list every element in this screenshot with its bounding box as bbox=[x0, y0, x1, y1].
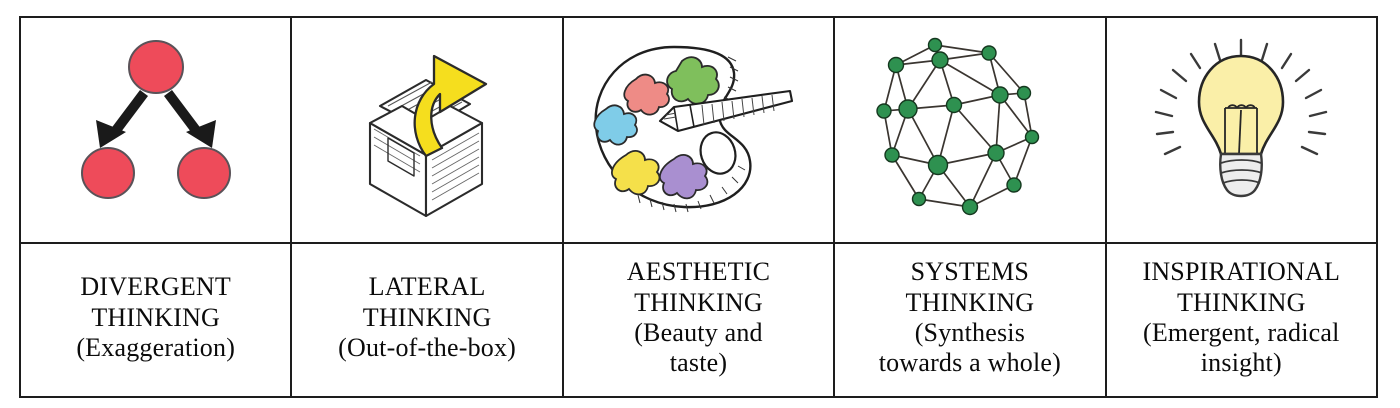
palette-thumb-hole bbox=[699, 131, 737, 175]
label-cell-inspirational: INSPIRATIONAL THINKING (Emergent, radica… bbox=[1104, 242, 1379, 398]
label-subtitle-divergent: (Exaggeration) bbox=[76, 333, 236, 363]
paint-blob-green bbox=[666, 56, 721, 105]
icon-cell-lateral bbox=[290, 16, 564, 244]
light-bulb-icon bbox=[1155, 38, 1328, 198]
label-subtitle-aesthetic: (Beauty and taste) bbox=[634, 318, 763, 378]
bulb-base bbox=[1219, 152, 1264, 198]
icon-cell-systems bbox=[833, 16, 1107, 244]
label-cell-divergent: DIVERGENT THINKING (Exaggeration) bbox=[18, 242, 293, 398]
label-title-divergent: DIVERGENT THINKING bbox=[80, 272, 231, 332]
paint-blob-blue bbox=[593, 104, 639, 146]
light-rays-icon bbox=[1155, 38, 1328, 156]
label-cell-lateral: LATERAL THINKING (Out-of-the-box) bbox=[290, 242, 564, 398]
label-title-systems: SYSTEMS THINKING bbox=[905, 257, 1035, 317]
thinking-modes-table: DIVERGENT THINKING (Exaggeration) LATERA… bbox=[18, 16, 1379, 398]
yellow-arrow-icon bbox=[413, 54, 488, 157]
paint-blob-yellow bbox=[611, 150, 661, 196]
network-nodes bbox=[876, 37, 1040, 215]
paint-blob-purple bbox=[659, 154, 709, 200]
label-title-lateral: LATERAL THINKING bbox=[362, 272, 492, 332]
icon-cell-divergent bbox=[18, 16, 293, 244]
label-title-aesthetic: AESTHETIC THINKING bbox=[626, 257, 771, 317]
label-subtitle-lateral: (Out-of-the-box) bbox=[338, 333, 517, 363]
icon-cell-aesthetic bbox=[561, 16, 836, 244]
label-cell-aesthetic: AESTHETIC THINKING (Beauty and taste) bbox=[561, 242, 836, 398]
paint-blob-salmon bbox=[623, 73, 671, 116]
paint-palette-icon bbox=[593, 45, 794, 213]
label-title-inspirational: INSPIRATIONAL THINKING bbox=[1142, 257, 1341, 317]
label-row: DIVERGENT THINKING (Exaggeration) LATERA… bbox=[18, 242, 1379, 398]
out-of-the-box-icon bbox=[369, 54, 488, 217]
network-graph-icon bbox=[876, 37, 1040, 215]
paintbrush-icon bbox=[659, 89, 794, 133]
bulb-filament bbox=[1224, 104, 1259, 155]
label-subtitle-inspirational: (Emergent, radical insight) bbox=[1142, 318, 1340, 378]
label-cell-systems: SYSTEMS THINKING (Synthesis towards a wh… bbox=[833, 242, 1107, 398]
divergent-arrows-icon bbox=[80, 40, 231, 199]
icon-row bbox=[18, 16, 1379, 244]
label-subtitle-systems: (Synthesis towards a whole) bbox=[878, 318, 1061, 378]
icon-cell-inspirational bbox=[1104, 16, 1379, 244]
